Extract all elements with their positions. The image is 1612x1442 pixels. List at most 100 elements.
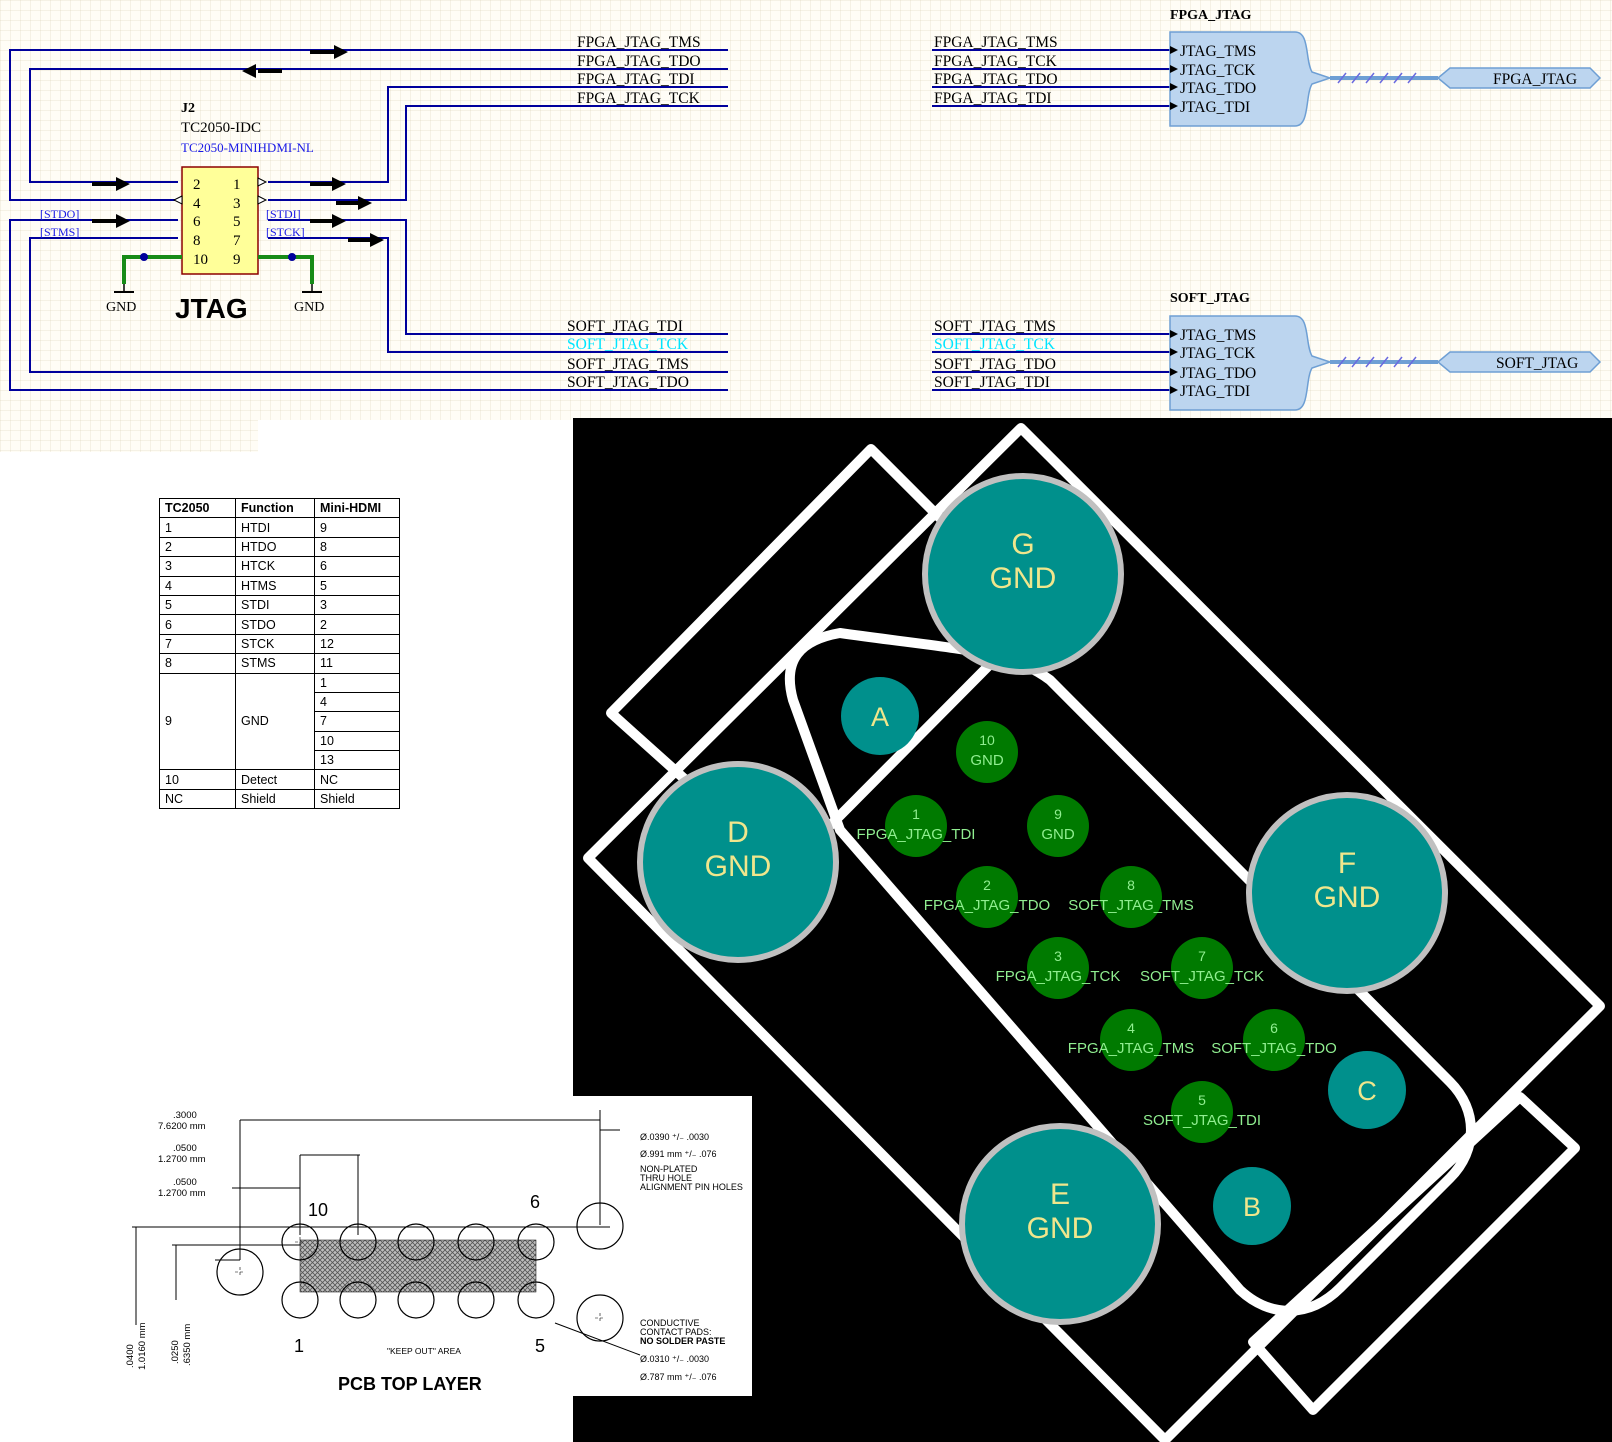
harness-bundle-line	[1330, 356, 1438, 368]
j2-part-value: TC2050-MINIHDMI-NL	[181, 140, 314, 155]
keep-out-label: "KEEP OUT" AREA	[387, 1346, 461, 1356]
contact-number: 7	[1198, 948, 1206, 964]
table-cell-function: Detect	[235, 769, 315, 790]
pin-4-label: 4	[193, 196, 201, 212]
contact-number: 8	[1127, 877, 1135, 893]
pin-2-label: 2	[193, 177, 201, 193]
pad-letter: F	[1338, 847, 1356, 880]
contact-number: 4	[1127, 1020, 1135, 1036]
harness-port[interactable]	[1436, 351, 1602, 373]
pad-net: GND	[1027, 1212, 1094, 1245]
table-cell-function: STMS	[235, 653, 315, 674]
pin-5-label: 5	[233, 214, 241, 230]
harness-title: FPGA_JTAG	[1170, 8, 1252, 23]
dim-inch: .0500	[173, 1177, 197, 1188]
component-j2[interactable]: 2 1 4 3 6 5 8 7 10 9	[172, 166, 268, 275]
pin-5-marker: 5	[535, 1336, 545, 1356]
column-header: TC2050	[159, 497, 236, 519]
alignment-pad-a[interactable]: A	[841, 677, 919, 755]
table-cell-hdmi: 6	[314, 556, 400, 577]
dim-mm: 1.2700 mm	[158, 1154, 206, 1165]
hole-note-line: NON-PLATED	[640, 1164, 698, 1174]
pad-note-dia-mm: Ø.787 mm ⁺/₋ .076	[640, 1372, 717, 1382]
gnd-label-left: GND	[106, 300, 136, 315]
table-cell-function: HTCK	[235, 556, 315, 577]
table-cell-function: HTDO	[235, 536, 315, 558]
table-cell-function: HTDI	[235, 517, 315, 538]
wire-fpga-tck[interactable]	[268, 105, 728, 201]
net-label: SOFT_JTAG_TDI	[567, 318, 683, 335]
harness-port[interactable]	[1436, 67, 1602, 89]
net-label-stdo: [STDO]	[40, 207, 79, 221]
table-cell-function: HTMS	[235, 575, 315, 596]
pad-note-line: CONTACT PADS:	[640, 1327, 712, 1337]
gnd-label-right: GND	[294, 300, 324, 315]
alignment-pads: A BC	[841, 677, 1406, 1245]
pin-10-label: 10	[193, 252, 208, 268]
harness-entry: JTAG_TDI	[1180, 99, 1250, 116]
table-cell-hdmi: 8	[314, 536, 400, 558]
table-cell-tc: 2	[159, 536, 236, 558]
table-cell-hdmi: 2	[314, 614, 400, 635]
harness-entry: JTAG_TCK	[1180, 62, 1256, 79]
pad-net: GND	[990, 562, 1057, 595]
pin-10-marker: 10	[308, 1200, 328, 1220]
net-label: SOFT_JTAG_TDO	[567, 374, 689, 391]
contact-number: 6	[1270, 1020, 1278, 1036]
schematic-title: JTAG	[175, 293, 248, 324]
net-label: FPGA_JTAG_TCK	[577, 90, 701, 107]
contact-net: GND	[1041, 826, 1075, 843]
harness-port-label: FPGA_JTAG	[1493, 71, 1577, 88]
pad-note-bold: NO SOLDER PASTE	[640, 1336, 725, 1346]
signal-direction-arrows	[92, 45, 384, 247]
hole-note-line: ALIGNMENT PIN HOLES	[640, 1182, 743, 1192]
wire-fpga-tms[interactable]	[9, 49, 728, 201]
wire-soft-tms[interactable]	[29, 237, 728, 373]
alignment-pad-b[interactable]: B	[1213, 1167, 1291, 1245]
dim-mm: 7.6200 mm	[158, 1121, 206, 1132]
dim-inch: .3000	[173, 1110, 197, 1121]
alignment-pad-c[interactable]: C	[1328, 1051, 1406, 1129]
harness-connector-body[interactable]	[1169, 31, 1333, 127]
pad-letter: E	[1050, 1178, 1070, 1211]
harness-soft-jtag[interactable]: SOFT_JTAG SOFT_JTAG_TMS SOFT_JTAG_TCK SO…	[934, 291, 1602, 411]
dim-inch: .0500	[173, 1143, 197, 1154]
contact-net: SOFT_JTAG_TCK	[1140, 968, 1264, 985]
table-cell-hdmi: Shield	[314, 788, 400, 810]
table-cell-tc: 8	[159, 653, 236, 674]
harness-fpga-jtag[interactable]: FPGA_JTAG FPGA_JTAG_TMS FPGA_JTAG_TCK FP…	[934, 8, 1602, 127]
harness-connector-body[interactable]	[1169, 315, 1333, 411]
j2-body[interactable]	[181, 166, 259, 275]
pin-9-label: 9	[233, 252, 241, 268]
wire-soft-tck[interactable]	[268, 237, 728, 353]
pad-net: GND	[1314, 881, 1381, 914]
pad-net: GND	[705, 850, 772, 883]
contact-number: 1	[912, 806, 920, 822]
table-cell-tc: 5	[159, 594, 236, 616]
table-cell-tc: 3	[159, 556, 236, 577]
pad-letter: A	[871, 702, 889, 732]
contact-net: GND	[970, 752, 1004, 769]
